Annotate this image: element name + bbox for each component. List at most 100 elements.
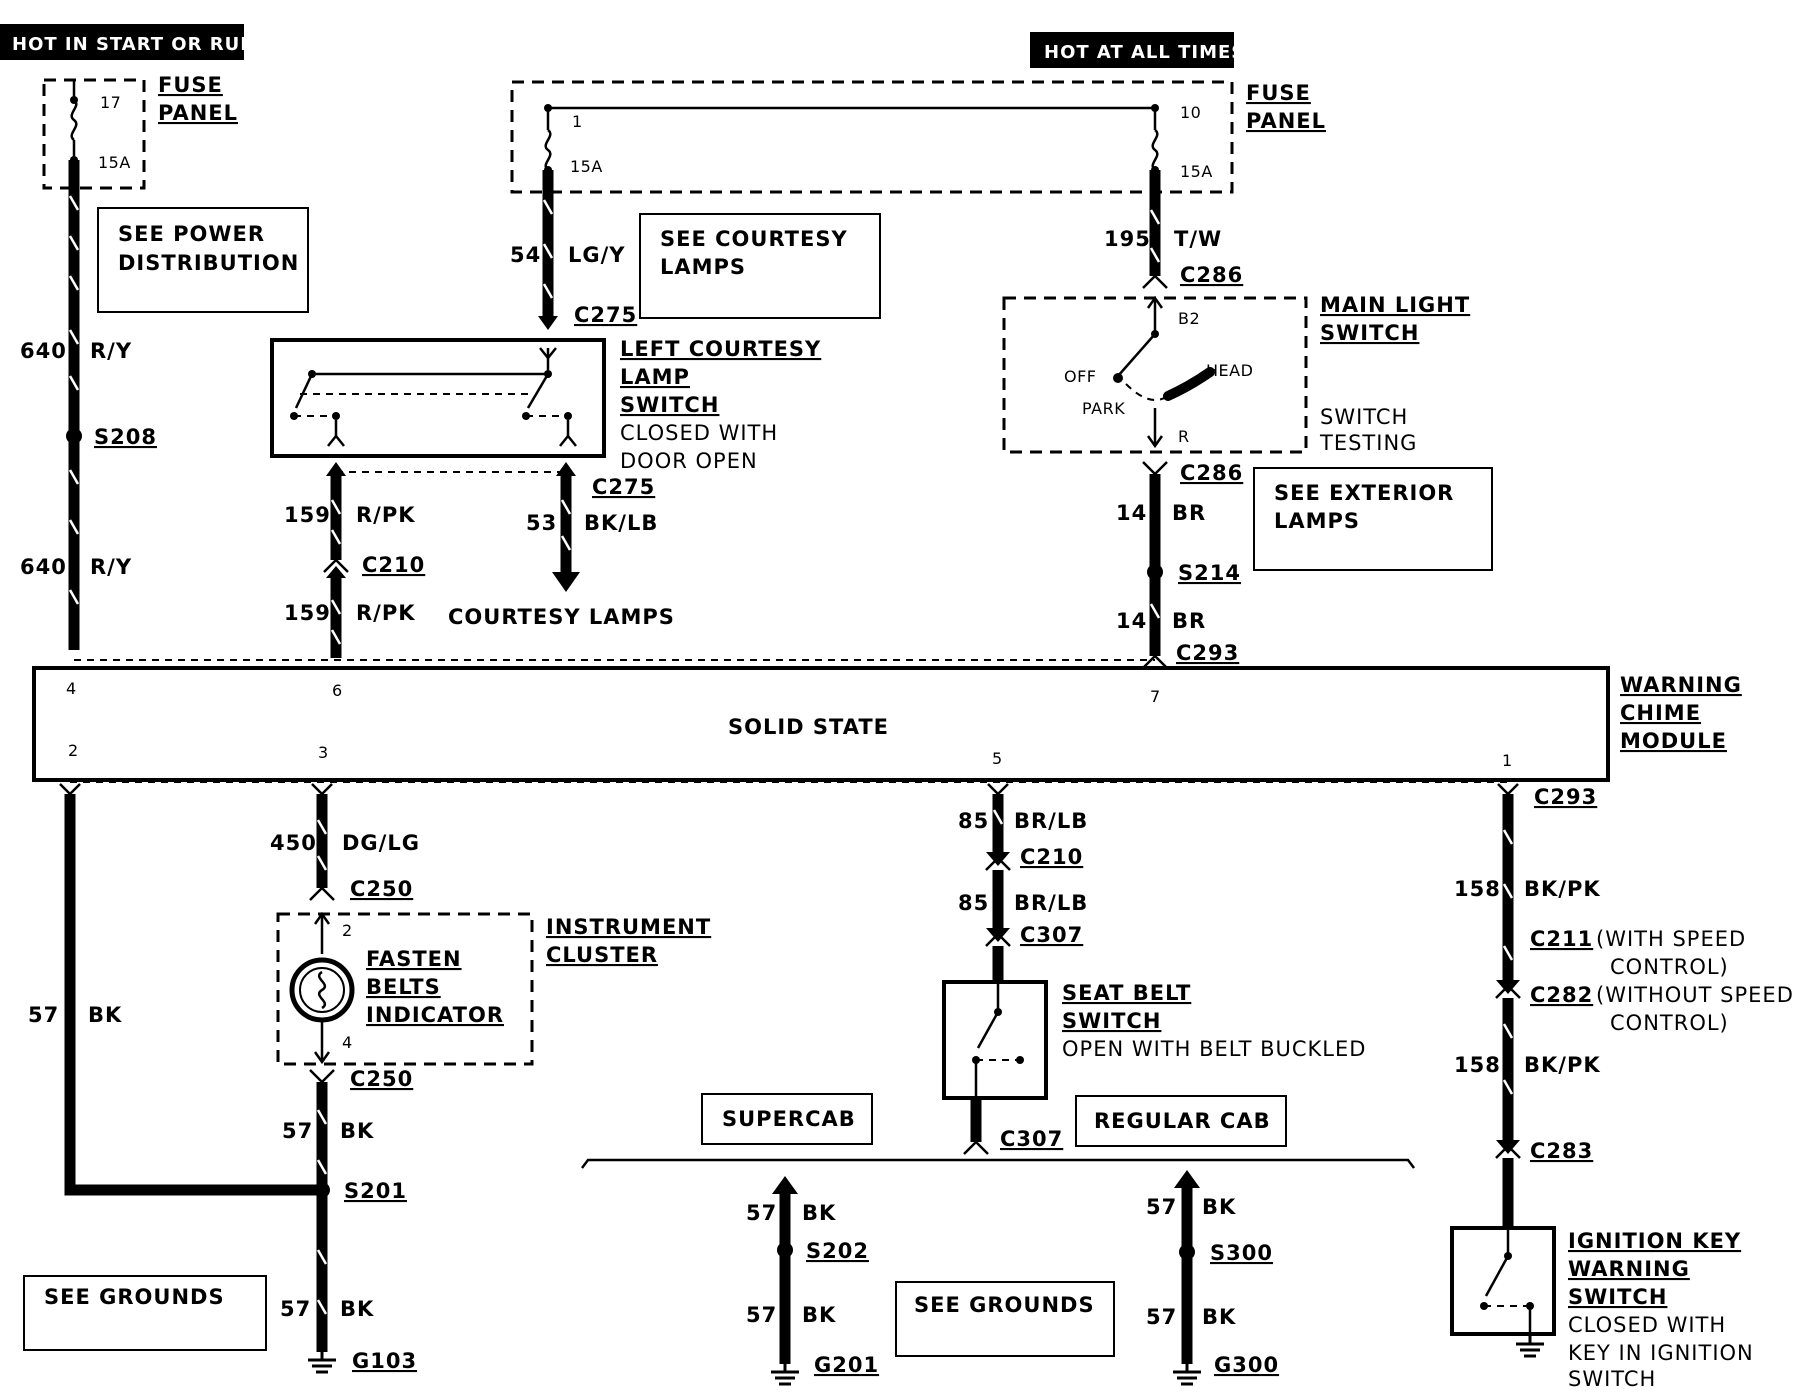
wire-450 <box>309 783 335 901</box>
wire-57-left <box>59 783 320 1196</box>
seat-belt-switch-box <box>942 980 1048 1100</box>
ignition-switch-note-1: CLOSED WITH <box>1568 1313 1726 1337</box>
main-light-switch-note-2: TESTING <box>1319 431 1417 455</box>
connector-c275-top: C275 <box>574 303 637 327</box>
wire-85-top-color: BR/LB <box>1014 809 1088 833</box>
wire-159-top-num: 159 <box>284 503 331 527</box>
supercab-box <box>701 1093 873 1145</box>
connector-c210-left: C210 <box>362 553 425 577</box>
main-light-switch-label-1: MAIN LIGHT <box>1320 293 1470 317</box>
see-grounds-center: SEE GROUNDS <box>914 1293 1095 1317</box>
wire-195-color: T/W <box>1174 227 1222 251</box>
see-exterior-line-1: SEE EXTERIOR <box>1274 481 1454 505</box>
ground-g300-icon <box>1171 1362 1203 1386</box>
wire-159-top-color: R/PK <box>356 503 416 527</box>
seat-belt-switch-label-2: SWITCH <box>1062 1009 1161 1033</box>
left-courtesy-switch-note-1: CLOSED WITH <box>620 421 778 445</box>
module-pin-5: 5 <box>992 749 1003 768</box>
see-grounds-left: SEE GROUNDS <box>44 1285 225 1309</box>
splice-s214-label: S214 <box>1178 561 1241 585</box>
splice-s300-dot <box>1179 1244 1195 1260</box>
left-courtesy-switch-label-3: SWITCH <box>620 393 719 417</box>
fuse-panel-left-label-1: FUSE <box>158 73 223 97</box>
wire-54-num: 54 <box>510 243 541 267</box>
wire-158-bot-num: 158 <box>1454 1053 1501 1077</box>
wire-195 <box>1142 170 1168 289</box>
splice-s202-label: S202 <box>806 1239 869 1263</box>
splice-s202-dot <box>777 1242 793 1258</box>
wire-57-seatbelt-ground <box>963 1098 989 1155</box>
ground-g103-label: G103 <box>352 1349 417 1373</box>
ground-g300-label: G300 <box>1214 1353 1279 1377</box>
left-courtesy-switch-label-1: LEFT COURTESY <box>620 337 821 361</box>
connector-c211: C211 <box>1530 927 1593 951</box>
ignition-switch-note-3: SWITCH <box>1568 1367 1656 1391</box>
see-grounds-left-box <box>23 1275 267 1351</box>
fuse-10-icon <box>1151 104 1159 174</box>
wire-85 <box>985 783 1011 980</box>
module-pin-2: 2 <box>68 741 79 760</box>
wire-57-mid-color: BK <box>340 1119 374 1143</box>
see-power-line-2: DISTRIBUTION <box>118 251 299 275</box>
ignition-switch-note-2: KEY IN IGNITION <box>1568 1341 1754 1365</box>
wire-57-g300-num: 57 <box>1146 1305 1177 1329</box>
wire-158 <box>1495 783 1521 1226</box>
wire-57-s300-num: 57 <box>1146 1195 1177 1219</box>
wire-14-bot-color: BR <box>1172 609 1206 633</box>
wire-53-num: 53 <box>526 511 557 535</box>
cab-split-bracket <box>581 1158 1415 1169</box>
fuse-panel-right-label-1: FUSE <box>1246 81 1311 105</box>
instrument-cluster-label-1: INSTRUMENT <box>546 915 711 939</box>
ignition-switch-label-3: SWITCH <box>1568 1285 1667 1309</box>
connector-c282-note: (WITHOUT SPEED <box>1596 983 1794 1007</box>
wire-57-left-num: 57 <box>28 1003 59 1027</box>
wire-159-bot-color: R/PK <box>356 601 416 625</box>
supercab-label: SUPERCAB <box>722 1107 856 1131</box>
fuse-10-number: 10 <box>1180 103 1201 122</box>
module-pin-6: 6 <box>332 681 343 700</box>
main-light-switch-note-1: SWITCH <box>1320 405 1408 429</box>
fuse-1-number: 1 <box>572 112 583 131</box>
connector-c250-top: C250 <box>350 877 413 901</box>
connector-c307-top: C307 <box>1020 923 1083 947</box>
module-center-label: SOLID STATE <box>728 715 889 739</box>
wire-640-bot-color: R/Y <box>90 555 132 579</box>
splice-s300-label: S300 <box>1210 1241 1273 1265</box>
wire-57-g300-color: BK <box>1202 1305 1236 1329</box>
wire-14-top-color: BR <box>1172 501 1206 525</box>
instrument-cluster-box <box>276 912 534 1066</box>
wire-54-color: LG/Y <box>568 243 626 267</box>
wire-14-top-num: 14 <box>1116 501 1147 525</box>
wire-158-top-num: 158 <box>1454 877 1501 901</box>
connector-c282-note-2: CONTROL) <box>1610 1011 1729 1035</box>
hot-all-times-banner <box>1030 32 1234 68</box>
seat-belt-switch-note: OPEN WITH BELT BUCKLED <box>1062 1037 1366 1061</box>
wire-159-bot-num: 159 <box>284 601 331 625</box>
wire-57-low-num: 57 <box>280 1297 311 1321</box>
ignition-key-switch-box <box>1450 1226 1556 1336</box>
splice-s208-label: S208 <box>94 425 157 449</box>
wire-57-g201-num: 57 <box>746 1303 777 1327</box>
wire-158-top-color: BK/PK <box>1524 877 1601 901</box>
fuse-panel-right-label-2: PANEL <box>1246 109 1326 133</box>
wire-57-s202-color: BK <box>802 1201 836 1225</box>
wire-85-bot-num: 85 <box>958 891 989 915</box>
courtesy-lamps-label: COURTESY LAMPS <box>448 605 675 629</box>
wire-640 <box>68 160 80 650</box>
ground-g201-icon <box>769 1362 801 1386</box>
fasten-belts-label-2: BELTS <box>366 975 441 999</box>
fuse-17-icon <box>70 80 78 164</box>
seat-belt-switch-symbol <box>972 982 1024 1098</box>
left-courtesy-switch-box <box>270 338 606 458</box>
fuse-10-rating: 15A <box>1180 162 1213 181</box>
main-light-pos-head: HEAD <box>1206 361 1253 380</box>
see-power-line-1: SEE POWER <box>118 222 265 246</box>
regular-cab-label: REGULAR CAB <box>1094 1109 1271 1133</box>
wire-57-s202 <box>772 1176 798 1364</box>
fasten-belts-label-1: FASTEN <box>366 947 462 971</box>
wire-640-top-color: R/Y <box>90 339 132 363</box>
splice-s214-dot <box>1147 564 1163 580</box>
wire-57-s300-color: BK <box>1202 1195 1236 1219</box>
warning-chime-module-box <box>32 666 1610 782</box>
see-courtesy-line-1: SEE COURTESY <box>660 227 848 251</box>
